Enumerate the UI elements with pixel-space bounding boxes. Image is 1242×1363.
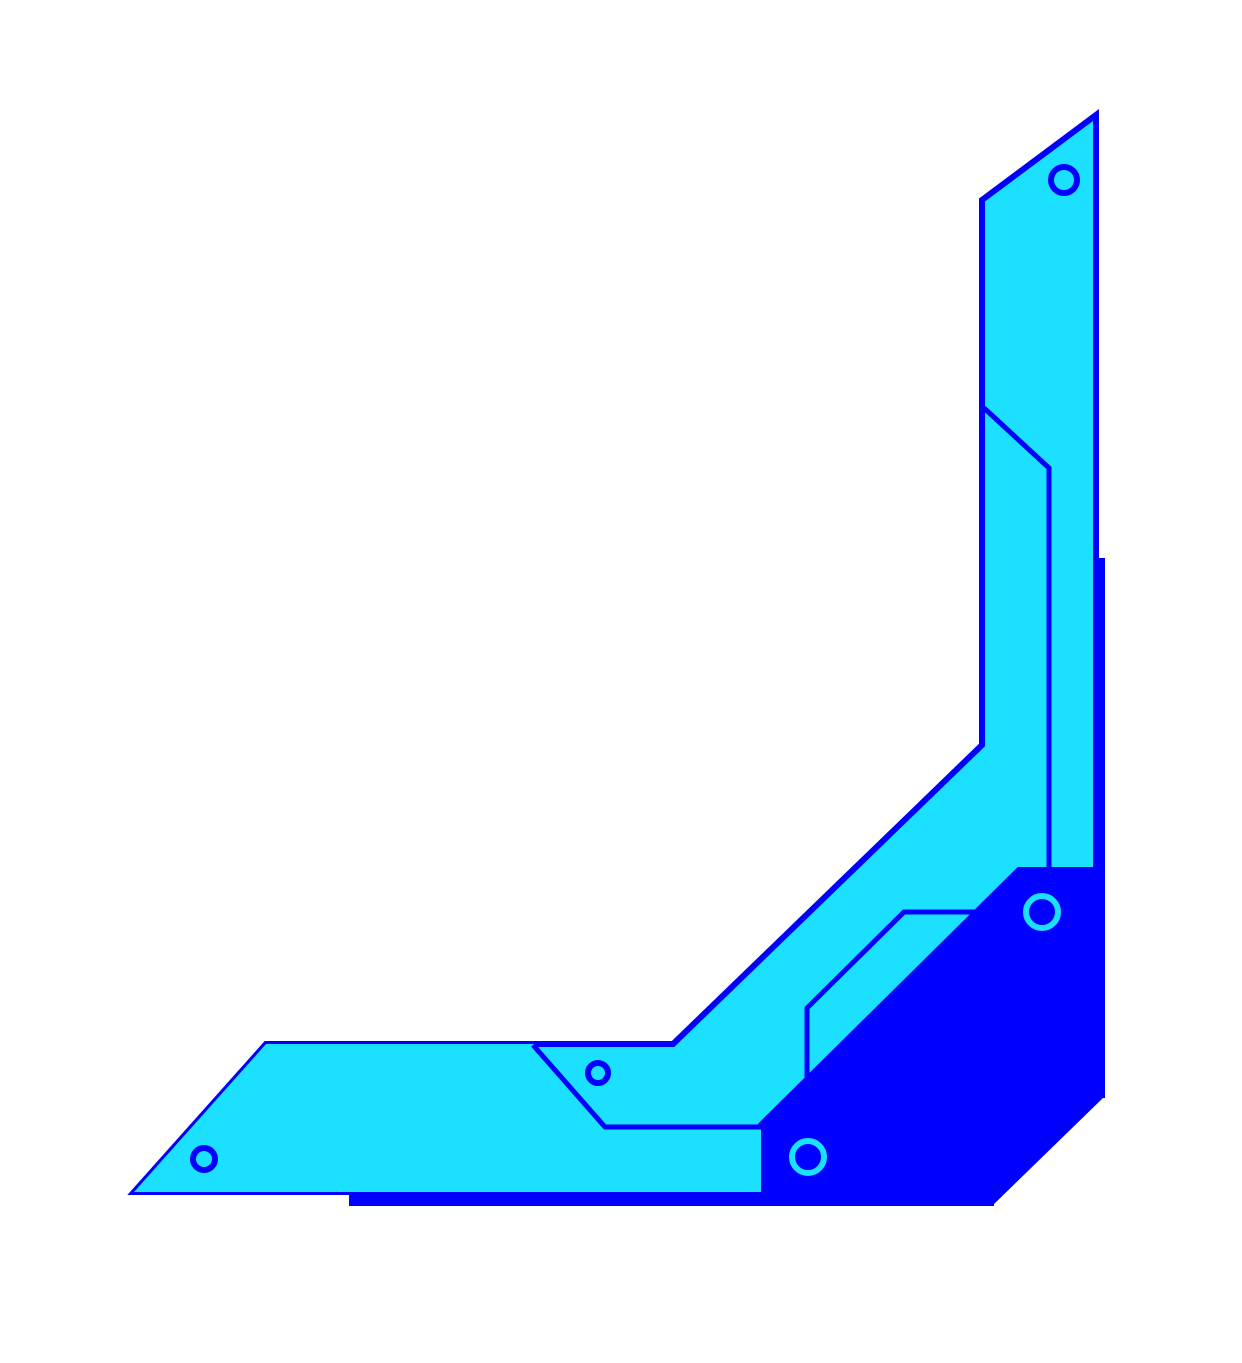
screw-corner-lower: [789, 1138, 827, 1176]
trace-middle-step: [804, 909, 980, 1080]
bracket-inner-lane: [134, 1044, 761, 1192]
screw-bottom-left: [190, 1145, 218, 1173]
trace-bottom-diagonal: [531, 1043, 762, 1130]
screw-corner-upper: [1023, 893, 1061, 931]
corner-block: [761, 870, 1105, 1206]
trace-right-vertical: [982, 406, 1052, 872]
screw-middle: [585, 1060, 611, 1086]
screw-top-right: [1048, 164, 1080, 196]
